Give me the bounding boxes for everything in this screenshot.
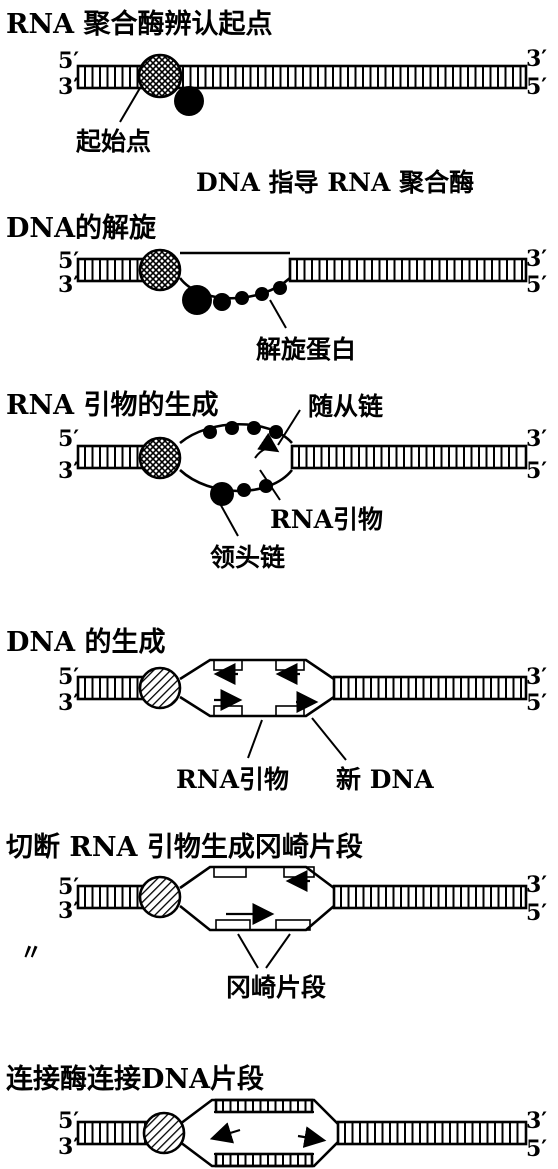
p4-ladder-left: [76, 675, 146, 701]
p5-okazaki-bottom: [215, 903, 311, 931]
p2-polymerase-hatched: [138, 248, 182, 292]
p6-ladder-right: [336, 1120, 528, 1146]
p2-helicase-1: [213, 293, 231, 311]
p4-bubble-upper: [179, 658, 335, 681]
p5-polymerase-hatched: [138, 875, 182, 919]
p6-ladder-left: [76, 1120, 150, 1146]
p4-left-top-end: 5′: [58, 664, 80, 690]
p6-ladder-top-inner: [214, 1098, 314, 1114]
new-dna-label: 新 DNA: [336, 765, 434, 794]
p3-left-top-end: 5′: [58, 426, 80, 452]
p4-right-bottom-end: 5′: [526, 690, 548, 716]
p3-bubble-lower: [179, 469, 294, 493]
p3-primase-2: [225, 421, 239, 435]
p6-ligated-strands: [209, 1111, 327, 1155]
stray-mark: 〃: [20, 940, 43, 966]
p2-helicase-3: [255, 287, 269, 301]
helicase-label: 解旋蛋白: [256, 335, 357, 364]
rna-primer-label: RNA引物: [270, 505, 384, 534]
p4-bubble-lower: [179, 695, 335, 718]
p5-bubble-upper: [179, 865, 335, 890]
p2-helicase-pointer: [269, 299, 287, 329]
p5-okazaki-pointer-2: [265, 933, 291, 969]
p3-primer-pointer: [259, 469, 281, 501]
okazaki-fragment-label: 冈崎片段: [226, 973, 327, 1002]
panel-6-title: 连接酶连接DNA片段: [6, 1064, 265, 1095]
p5-right-bottom-end: 5′: [526, 900, 548, 926]
p2-polymerase-dark: [182, 285, 212, 315]
p6-bubble-upper: [179, 1098, 339, 1126]
p3-primase-4: [269, 425, 283, 439]
rna-primer-label-2: RNA引物: [176, 765, 290, 794]
p2-helicase-2: [235, 291, 249, 305]
p5-right-top-end: 3′: [526, 872, 548, 898]
p2-left-bottom-end: 3′: [58, 272, 80, 298]
dna-directed-rna-polymerase-label: DNA 指导 RNA 聚合酶: [196, 168, 475, 197]
p3-leading-pointer: [217, 499, 239, 537]
p6-left-bottom-end: 3′: [58, 1134, 80, 1160]
p1-polymerase-hatched: [137, 53, 183, 99]
origin-label: 起始点: [76, 127, 152, 156]
p5-left-bottom-end: 3′: [58, 898, 80, 924]
p3-primase-1: [203, 425, 217, 439]
p3-right-bottom-end: 5′: [526, 458, 548, 484]
p5-bubble-lower: [179, 904, 335, 932]
panel-1-title: RNA 聚合酶辨认起点: [6, 9, 273, 40]
p5-ladder-left: [76, 884, 146, 910]
p4-new-dna-top: [213, 659, 305, 685]
p1-left-top-end: 5′: [58, 48, 80, 74]
p3-ladder-left: [76, 444, 146, 470]
p6-bubble-lower: [179, 1140, 339, 1168]
p1-left-bottom-end: 3′: [58, 74, 80, 100]
p3-polymerase-hatched: [138, 436, 182, 480]
p4-new-dna-pointer: [311, 717, 347, 761]
p2-ladder-right: [288, 257, 528, 283]
panel-5-title: 切断 RNA 引物生成冈崎片段: [6, 832, 363, 863]
p1-polymerase-dark: [174, 86, 204, 116]
p4-polymerase-hatched: [138, 666, 182, 710]
p4-ladder-right: [332, 675, 528, 701]
p3-ladder-right: [290, 444, 528, 470]
p3-primase-5: [210, 482, 234, 506]
p6-right-top-end: 3′: [526, 1108, 548, 1134]
panel-3-title: RNA 引物的生成: [6, 390, 219, 421]
p4-new-dna-bottom: [213, 689, 319, 717]
p1-right-top-end: 3′: [526, 46, 548, 72]
p3-lagging-pointer: [277, 409, 301, 446]
p2-right-bottom-end: 5′: [526, 272, 548, 298]
p2-left-top-end: 5′: [58, 248, 80, 274]
p4-left-bottom-end: 3′: [58, 690, 80, 716]
p3-left-bottom-end: 3′: [58, 458, 80, 484]
panel-4-title: DNA 的生成: [6, 627, 166, 658]
p1-origin-pointer: [119, 87, 141, 123]
p3-right-top-end: 3′: [526, 426, 548, 452]
p5-left-top-end: 5′: [58, 874, 80, 900]
lagging-strand-label: 随从链: [308, 392, 384, 421]
p5-okazaki-top: [213, 866, 315, 892]
p3-primer-arrow: [254, 432, 280, 459]
p6-right-bottom-end: 5′: [526, 1136, 548, 1162]
p6-left-top-end: 5′: [58, 1108, 80, 1134]
p1-ladder-left: [76, 64, 146, 90]
panel-2-title: DNA的解旋: [6, 213, 157, 244]
p2-ladder-left: [76, 257, 146, 283]
p4-right-top-end: 3′: [526, 664, 548, 690]
p1-ladder-right: [174, 64, 528, 90]
p3-primase-6: [237, 483, 251, 497]
p5-ladder-right: [332, 884, 528, 910]
p3-primase-3: [247, 421, 261, 435]
p1-right-bottom-end: 5′: [526, 74, 548, 100]
leading-strand-label: 领头链: [210, 543, 286, 572]
p2-right-top-end: 3′: [526, 246, 548, 272]
p5-okazaki-pointer-1: [237, 933, 259, 969]
p6-polymerase-hatched: [142, 1111, 186, 1155]
p6-ladder-bottom-inner: [214, 1152, 314, 1168]
p4-primer-pointer: [247, 719, 263, 759]
p2-helicase-4: [273, 281, 287, 295]
